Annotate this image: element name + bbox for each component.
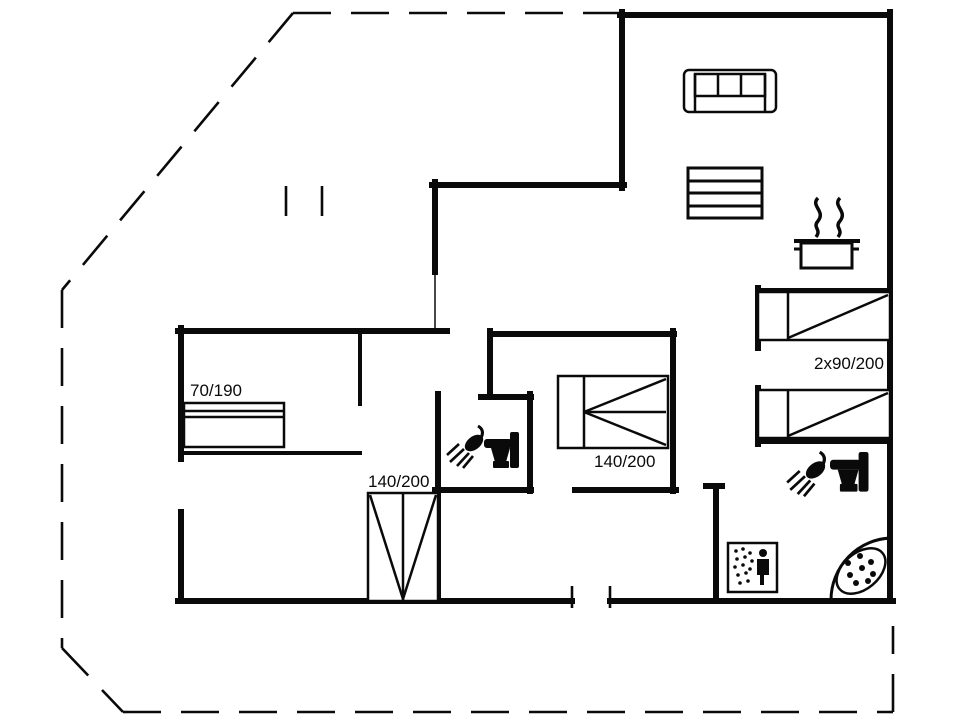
shower-icon xyxy=(445,424,488,470)
bed-bottom-label: 140/200 xyxy=(368,472,429,491)
spray-dots xyxy=(733,547,754,585)
single-bed-icon xyxy=(756,290,892,342)
walls xyxy=(175,9,896,608)
bed-middle-label: 140/200 xyxy=(594,452,655,471)
bathroom-middle xyxy=(445,424,519,470)
double-bedroom-beds xyxy=(756,290,892,440)
whirlpool-icon xyxy=(829,536,893,601)
terrace-edge-corner xyxy=(61,647,124,713)
interior-partition-walls xyxy=(179,329,362,455)
stairs-icon xyxy=(686,166,764,220)
sofa-icon xyxy=(682,68,778,114)
jet-dots xyxy=(845,553,876,586)
door-jamb-ticks xyxy=(284,186,612,608)
person-figure xyxy=(757,549,769,585)
bathroom-right xyxy=(726,450,893,601)
toilet-icon xyxy=(830,452,869,492)
bed-double-label: 2x90/200 xyxy=(814,354,884,373)
terrace-outline xyxy=(60,11,895,714)
toilet-icon xyxy=(484,432,519,468)
shower-icon xyxy=(785,450,830,498)
steam-icon xyxy=(814,196,822,239)
cooking-pot-icon xyxy=(794,196,860,270)
single-bed-icon xyxy=(182,401,286,449)
steam-icon xyxy=(836,196,844,239)
terrace-edge-diagonal xyxy=(61,12,294,291)
single-bed-icon xyxy=(756,388,892,440)
double-bed-icon xyxy=(366,491,440,603)
shower-cabin-icon xyxy=(726,541,779,594)
bed-left-label: 70/190 xyxy=(190,381,242,400)
double-bed-icon xyxy=(556,374,670,450)
